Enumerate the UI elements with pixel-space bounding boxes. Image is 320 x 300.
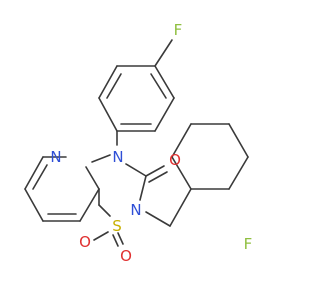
atom-O-carbonyl: O [169, 151, 181, 169]
thiadiazine-ring [91, 130, 168, 247]
molecule-diagram: F N N O N S O O F [24, 21, 252, 265]
atom-N2: N [130, 201, 141, 219]
atom-F-top: F [174, 21, 183, 39]
atom-N-pyridine: N [50, 148, 61, 166]
atom-O-sulfonyl-right: O [120, 247, 132, 265]
atom-O-sulfonyl-left: O [79, 233, 91, 251]
fluorobenzyl-group [145, 123, 249, 227]
molecule-structure: F N N O N S O O F [24, 21, 252, 265]
fluorophenyl-ring-top [98, 39, 175, 132]
atom-labels: F N N O N S O O F [50, 21, 252, 265]
atom-S: S [112, 217, 122, 235]
atom-F-right: F [244, 235, 253, 253]
pyridine-ring [24, 156, 100, 222]
atom-N4: N [112, 148, 123, 166]
